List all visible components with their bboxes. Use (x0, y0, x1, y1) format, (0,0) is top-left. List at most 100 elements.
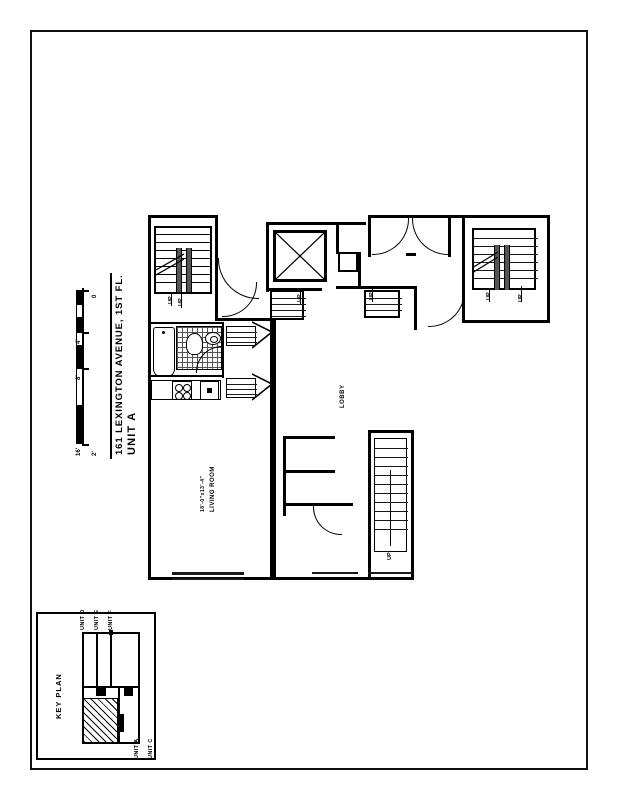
kp-wall (138, 632, 140, 744)
key-plan-highlight-unit-a (83, 698, 118, 743)
interior-wall (215, 318, 275, 321)
toilet-icon (186, 333, 203, 355)
kp-core (96, 688, 106, 696)
door-swing (222, 282, 257, 317)
door-swing (372, 218, 409, 255)
stair-up-label: UP (369, 292, 375, 300)
closet (338, 252, 358, 272)
stair-break-line (472, 251, 498, 274)
stair-break-line (156, 253, 184, 276)
scale-tick (82, 368, 89, 370)
closet (226, 378, 257, 398)
up-arrow (521, 286, 523, 302)
kp-wall (82, 742, 140, 744)
bathtub-icon (153, 327, 175, 377)
key-plan: KEY PLAN UNIT D UNIT E UNIT F UNIT C UNI… (36, 609, 156, 760)
core-wall-north (266, 222, 366, 225)
scale-bar-segment (76, 304, 83, 318)
lobby-partition (283, 436, 335, 439)
closet-door-swing (252, 373, 274, 401)
kitchen-sink-icon (200, 381, 219, 400)
kp-wall (82, 686, 140, 688)
stair-wall-west (368, 430, 371, 580)
lobby-wall-west (273, 316, 276, 580)
right-core-wall-east (547, 215, 550, 323)
up-arrow (171, 292, 173, 306)
scale-tick (82, 290, 89, 292)
right-core-wall-west (462, 215, 465, 323)
key-plan-label-unit-f: UNIT F (108, 609, 114, 630)
window-sill (172, 578, 244, 580)
kp-wall (82, 632, 84, 744)
exterior-wall-north-right (462, 215, 550, 218)
core-wall (358, 252, 361, 288)
stair-up-label: UP (297, 294, 303, 302)
key-plan-title: KEY PLAN (54, 673, 63, 719)
stair-up-label: UP (178, 298, 184, 306)
kp-wall (110, 632, 112, 686)
kp-core (124, 688, 133, 696)
up-arrow (489, 288, 491, 302)
door-swing (412, 218, 449, 255)
key-plan-label-unit-e: UNIT E (94, 609, 100, 630)
scale-bar-segment (76, 368, 83, 406)
closet (226, 326, 257, 346)
stair-wall (368, 430, 414, 433)
window-sill (312, 572, 358, 574)
title-rule (110, 273, 112, 459)
door-leaf (216, 258, 218, 298)
stair-up-label: UP (518, 294, 524, 302)
door-swing (313, 506, 342, 535)
exterior-wall-north-a (148, 215, 218, 218)
vestibule-mullion (406, 253, 416, 256)
scale-tick (82, 332, 89, 334)
stair-rail (186, 248, 192, 292)
lobby-wall-south (273, 577, 368, 580)
right-core-wall-south (462, 320, 550, 323)
up-arrow (390, 470, 392, 546)
stair-up-label: UP (387, 552, 393, 560)
window-sill (172, 572, 244, 575)
vestibule-wall (368, 215, 371, 257)
stair-rail (176, 248, 182, 292)
stair-up-label: UP (486, 292, 492, 300)
stair-well-core2 (364, 290, 402, 318)
kp-wall (118, 687, 120, 744)
kp-core (120, 714, 124, 732)
door-swing (428, 290, 465, 327)
scale-bar-segment (76, 332, 83, 346)
up-arrow (300, 290, 302, 304)
lavatory-icon (205, 332, 221, 345)
vestibule-wall-north (368, 215, 468, 218)
stair-wall-east (411, 430, 414, 580)
scale-bar-segment (76, 318, 83, 332)
stair-well-core (270, 290, 306, 320)
stair-rail (494, 245, 500, 290)
closet-door-swing (252, 321, 274, 349)
room-label-living-room: LIVING ROOM (210, 466, 216, 512)
lobby-partition (283, 503, 353, 506)
window-sill (368, 572, 412, 574)
kitchen-range-icon (172, 381, 192, 400)
scale-bar-segment (76, 290, 83, 304)
scale-bar: 0 4' 8' 16' 2' (70, 288, 98, 456)
key-plan-label-unit-c: UNIT C (148, 738, 154, 759)
vestibule-wall (414, 286, 417, 330)
room-dimension-living-room: 18'-0"x13'-4" (200, 475, 206, 512)
core-wall-south (266, 288, 322, 291)
stair-wall-south (368, 577, 414, 580)
up-arrow (181, 292, 183, 308)
scale-tick (82, 444, 89, 446)
key-plan-label-unit-d: UNIT D (80, 609, 86, 630)
stair-rail (504, 245, 510, 290)
room-label-lobby: LOBBY (340, 384, 346, 409)
core-wall-south2 (336, 286, 414, 289)
lobby-partition (283, 470, 335, 473)
bath-wall (151, 375, 223, 377)
stair-up-label: UP (168, 296, 174, 304)
core-wall-west (266, 222, 269, 292)
elevator-shaft-icon (273, 230, 327, 282)
lobby-partition (283, 436, 286, 516)
title-block: UNIT A 161 LEXINGTON AVENUE, 1ST FL. (96, 273, 138, 465)
